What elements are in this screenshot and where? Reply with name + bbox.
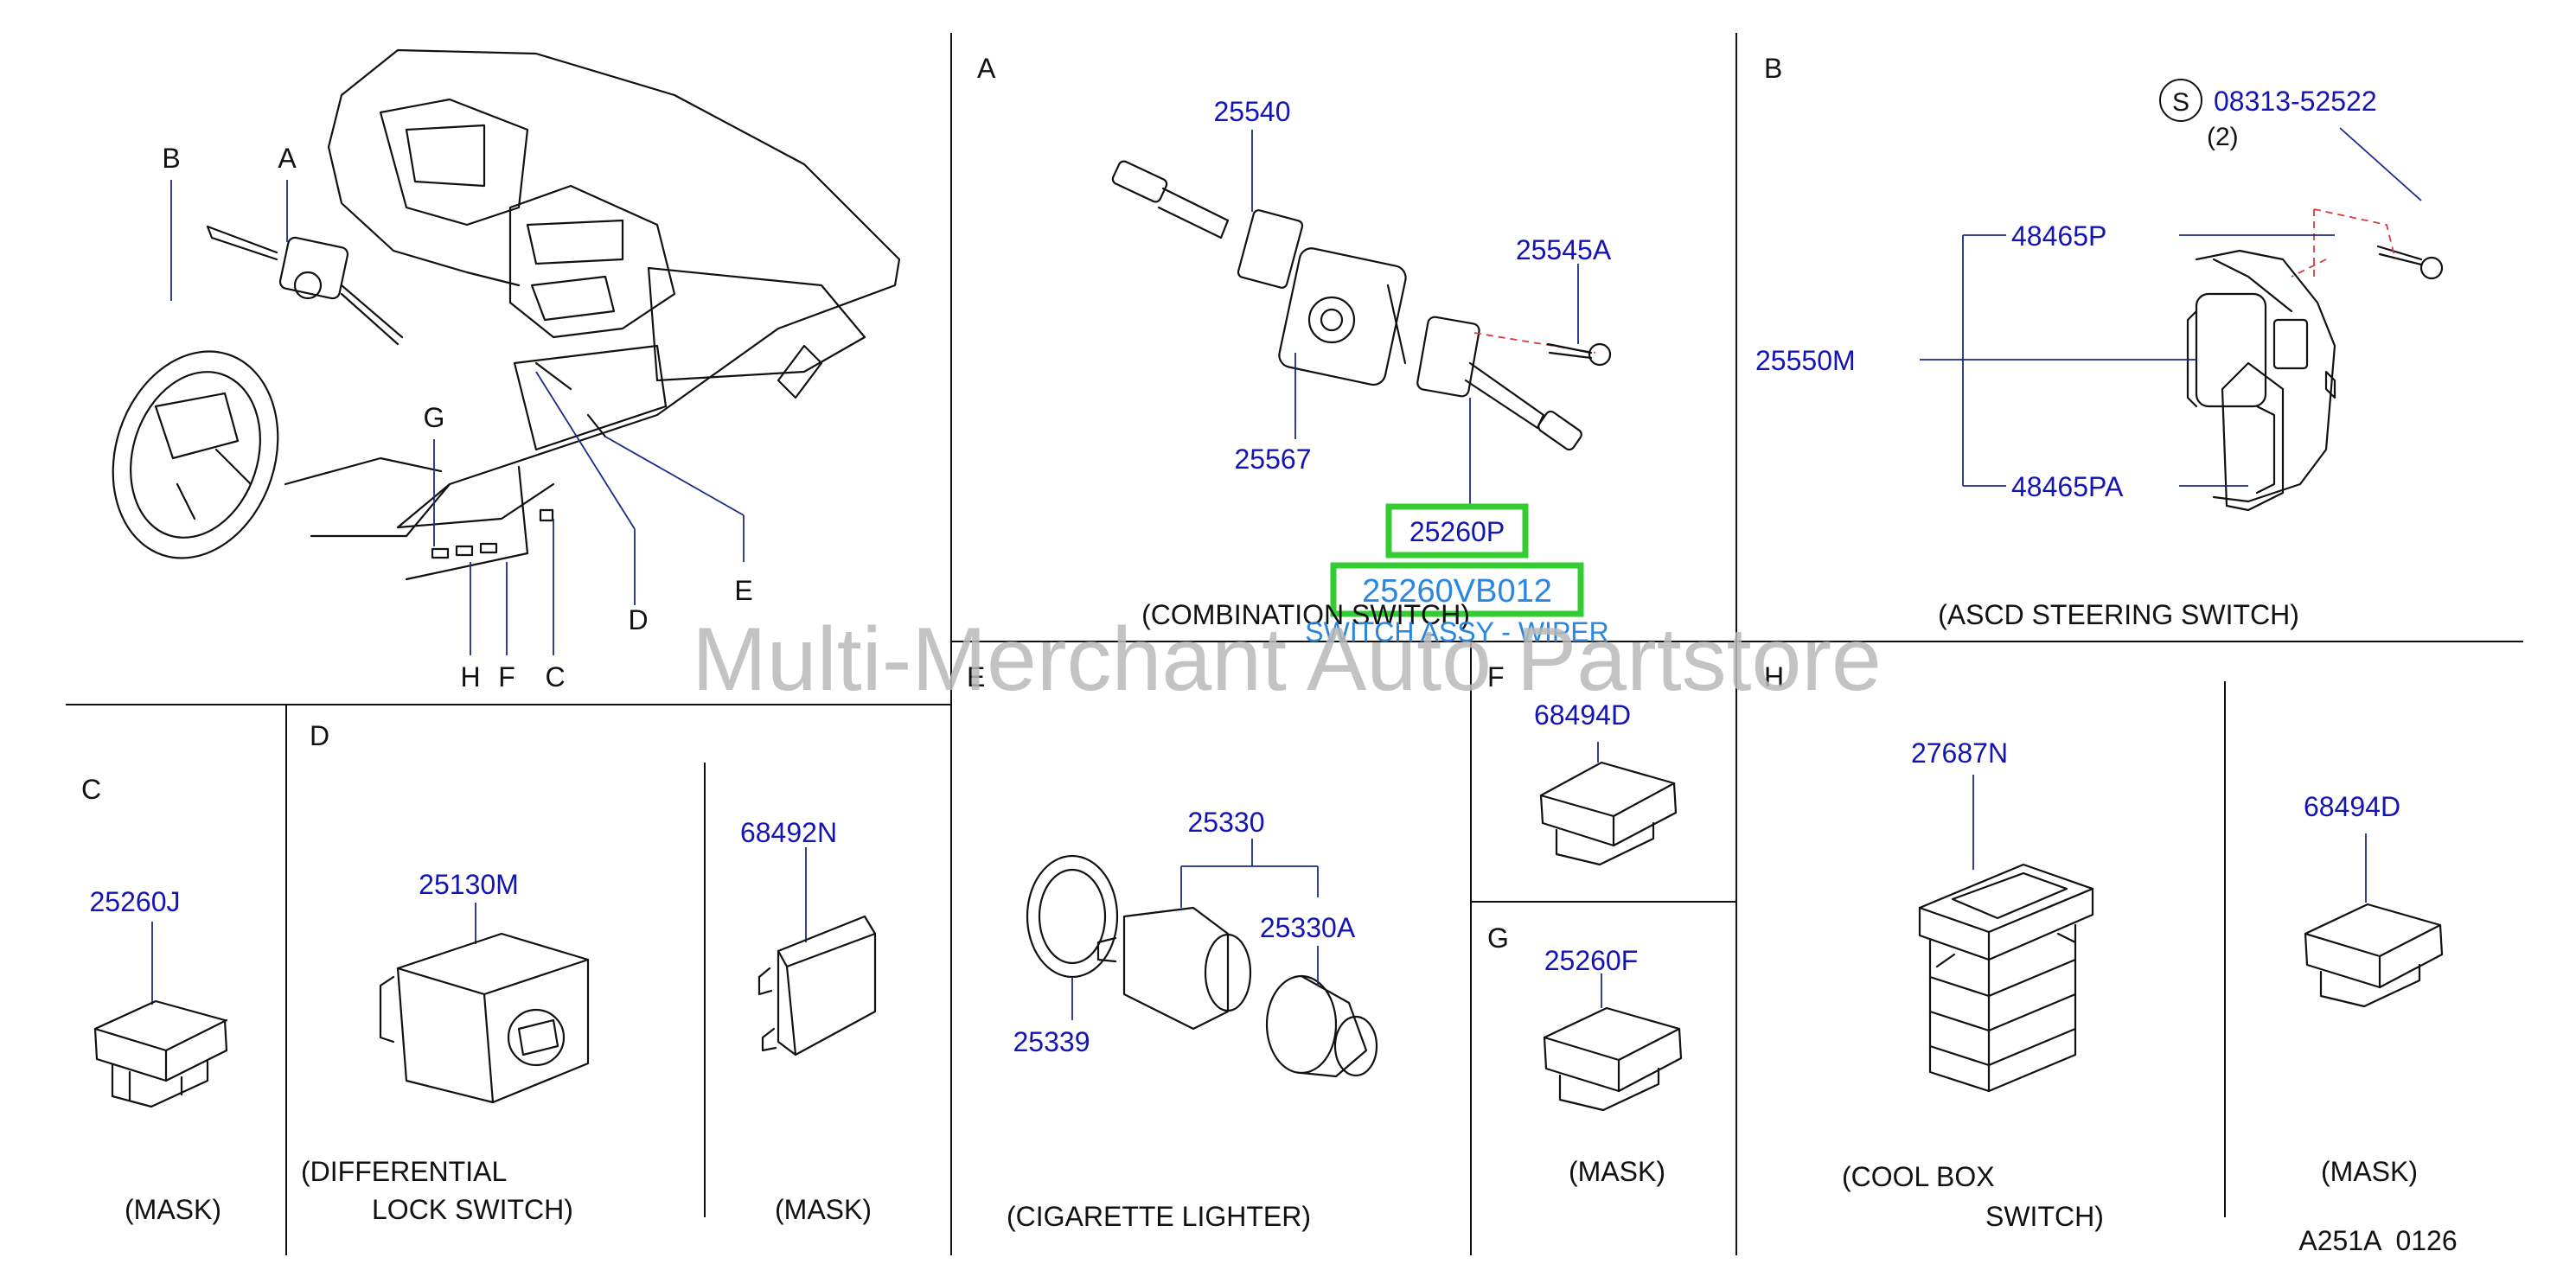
panel-b: B S 08313-52522 (2) 48465P 25550M 48465P… — [1755, 53, 2444, 630]
panel-c: C 25260J (MASK) — [81, 774, 228, 1225]
cigarette-lighter-drawing — [1026, 854, 1378, 1078]
panel-c-letter: C — [81, 774, 101, 805]
overview-letter-h: H — [460, 661, 480, 693]
part-25550m: 25550M — [1755, 345, 1856, 376]
diagram-code: A251A 0126 — [2298, 1225, 2457, 1256]
part-68494d-h: 68494D — [2304, 791, 2400, 822]
panel-h-caption-mask: (MASK) — [2321, 1156, 2418, 1187]
mask-g-drawing — [1543, 1006, 1683, 1112]
overview-letter-g: G — [424, 402, 445, 433]
combination-switch-drawing — [1111, 160, 1582, 451]
part-68492n: 68492N — [740, 817, 837, 848]
panel-g-letter: G — [1487, 922, 1509, 954]
part-25540: 25540 — [1214, 96, 1291, 127]
part-48465pa: 48465PA — [2011, 471, 2124, 502]
part-08313-52522: 08313-52522 — [2214, 86, 2377, 117]
part-25260p: 25260P — [1409, 516, 1505, 547]
panel-d-caption-mask: (MASK) — [775, 1194, 872, 1225]
panel-e: E 25330 25330A 25339 (CIGARETTE LIGHTER) — [967, 661, 1378, 1232]
highlight-box-25260vb012 — [1330, 562, 1584, 617]
part-48465p: 48465P — [2011, 220, 2106, 252]
panel-a-letter: A — [977, 53, 996, 84]
part-25130m: 25130M — [419, 869, 519, 900]
part-25260f: 25260F — [1544, 945, 1639, 976]
overview-callouts: B A G E D H F C — [162, 143, 752, 693]
panel-b-letter: B — [1764, 53, 1782, 84]
highlight-box-25260p — [1385, 503, 1529, 559]
part-25330a: 25330A — [1260, 912, 1356, 943]
panel-dividers — [66, 33, 2523, 1255]
overview-letter-e: E — [734, 575, 752, 606]
part-68494d-f: 68494D — [1534, 699, 1631, 731]
panel-g: G 25260F (MASK) — [1487, 922, 1683, 1187]
overview-letter-b: B — [162, 143, 180, 174]
panel-a-caption: (COMBINATION SWITCH) — [1141, 599, 1470, 630]
screw-drawing — [1546, 342, 1612, 367]
bolt-qty: (2) — [2207, 123, 2239, 151]
overview-letter-d: D — [628, 604, 648, 635]
panel-d-caption-line1: (DIFFERENTIAL — [301, 1156, 507, 1187]
part-25545a: 25545A — [1516, 234, 1612, 265]
part-27687n: 27687N — [1911, 737, 2008, 769]
panel-h: H 27687N 68494D (COOL BOX SWITCH) (MASK) — [1764, 661, 2444, 1232]
panel-f-letter: F — [1487, 661, 1505, 693]
panel-b-caption: (ASCD STEERING SWITCH) — [1938, 599, 2299, 630]
panel-d-caption-line2: LOCK SWITCH) — [372, 1194, 573, 1225]
panel-e-caption: (CIGARETTE LIGHTER) — [1007, 1201, 1311, 1232]
panel-d-letter: D — [310, 720, 329, 751]
panel-e-letter: E — [967, 661, 985, 693]
panel-h-caption-line2: SWITCH) — [1985, 1201, 2104, 1232]
overview-letter-a: A — [278, 143, 297, 174]
part-25260j: 25260J — [90, 886, 181, 917]
panel-c-caption: (MASK) — [125, 1194, 221, 1225]
s-symbol: S — [2172, 88, 2189, 117]
mask-c-drawing — [93, 999, 228, 1108]
part-25260vb012: 25260VB012 — [1362, 573, 1552, 610]
s-symbol-circle — [2159, 79, 2202, 122]
mask-d-drawing — [757, 915, 877, 1056]
highlight-description: SWITCH ASSY - WIPER — [1305, 616, 1608, 648]
overview-dashboard — [112, 48, 901, 581]
panel-h-letter: H — [1764, 661, 1784, 693]
mask-h-drawing — [2304, 903, 2444, 1008]
panel-h-caption-line1: (COOL BOX — [1842, 1161, 1995, 1192]
cool-box-switch-drawing — [1918, 863, 2094, 1093]
panel-d: D 25130M 68492N (DIFFERENTIAL LOCK SWITC… — [301, 720, 877, 1225]
watermark: Multi-Merchant Auto Partstore — [692, 610, 1882, 710]
part-25330: 25330 — [1188, 807, 1265, 838]
overview-letter-c: C — [545, 661, 565, 693]
diff-lock-switch-drawing — [379, 932, 590, 1104]
part-25339: 25339 — [1013, 1026, 1090, 1057]
panel-f: F 68494D — [1487, 661, 1678, 866]
overview-letter-f: F — [498, 661, 515, 693]
mask-f-drawing — [1539, 761, 1678, 866]
panel-a: A 25540 25545A 25567 25260P 25260VB012 — [977, 53, 1612, 648]
ascd-switch-drawing — [2186, 245, 2444, 512]
panel-g-caption: (MASK) — [1569, 1156, 1665, 1187]
part-25567: 25567 — [1235, 444, 1312, 475]
